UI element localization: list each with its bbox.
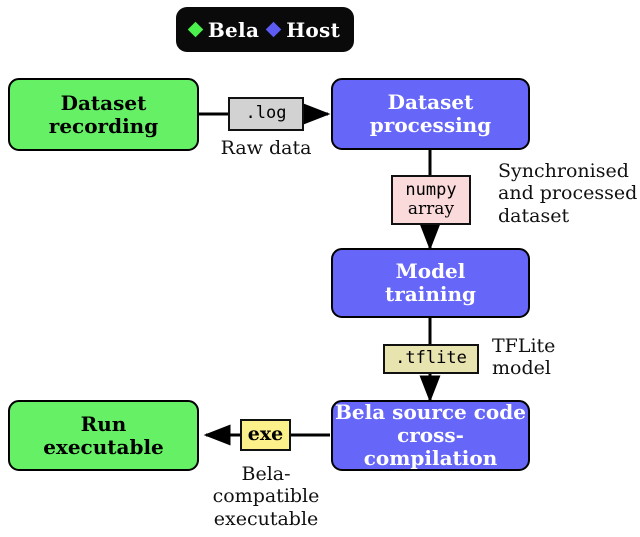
artefact-log-file-label: .log (245, 103, 287, 124)
diamond-marker-green-icon (187, 21, 204, 38)
node-dataset-recording-line2: recording (48, 113, 159, 138)
artefact-numpy-array[interactable]: numpy array (391, 175, 471, 225)
legend-label-bela: Bela (207, 17, 260, 42)
node-run-executable-line1: Run (80, 411, 127, 436)
artefact-numpy-array-label-serif: array (407, 199, 455, 219)
node-dataset-recording[interactable]: Dataset recording (8, 78, 199, 151)
artefact-exe-file-label: exe (247, 423, 284, 446)
node-dataset-processing-line1: Dataset (387, 90, 474, 115)
caption-bela-compatible-executable: Bela- compatible executable (212, 463, 320, 530)
node-dataset-processing[interactable]: Dataset processing (331, 78, 530, 150)
node-run-executable-line2: executable (43, 434, 164, 459)
node-run-executable[interactable]: Run executable (8, 400, 199, 471)
legend: Bela Host (176, 7, 354, 52)
node-cross-compilation-line2: cross-compilation (363, 423, 498, 470)
node-cross-compilation[interactable]: Bela source code cross-compilation (331, 400, 530, 471)
caption-tflite-model: TFLite model (492, 335, 556, 380)
legend-entry-bela: Bela (187, 17, 260, 42)
caption-synchronised-dataset: Synchronised and processed dataset (498, 160, 638, 227)
legend-label-host: Host (286, 17, 341, 42)
artefact-log-file[interactable]: .log (228, 97, 304, 131)
legend-entry-host: Host (265, 17, 341, 42)
node-cross-compilation-line1: Bela source code (335, 400, 526, 425)
artefact-exe-file[interactable]: exe (240, 419, 291, 451)
artefact-tflite-model-label: .tflite (395, 348, 467, 369)
node-dataset-recording-line1: Dataset (60, 90, 147, 115)
node-dataset-processing-line2: processing (369, 113, 492, 137)
artefact-numpy-array-label-mono: numpy (405, 179, 457, 200)
artefact-tflite-model[interactable]: .tflite (383, 344, 479, 374)
node-model-training[interactable]: Model training (331, 248, 530, 318)
diamond-marker-blue-icon (265, 21, 282, 38)
node-model-training-line1: Model (395, 259, 466, 284)
caption-raw-data: Raw data (220, 137, 312, 159)
node-model-training-line2: training (385, 282, 476, 306)
